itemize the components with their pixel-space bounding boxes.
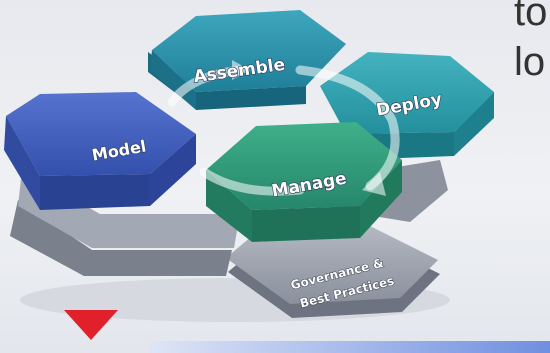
- model-hexagon: [4, 92, 196, 210]
- side-text-line1: to: [514, 0, 548, 34]
- side-text-line2: lo: [514, 40, 546, 84]
- bottom-accent-bar: [150, 341, 550, 353]
- lifecycle-arrows: [167, 65, 400, 196]
- red-marker-icon: [64, 310, 118, 340]
- arrow-head-right: [362, 172, 386, 196]
- governance-base: [10, 160, 448, 318]
- arrow-head-top: [232, 60, 250, 80]
